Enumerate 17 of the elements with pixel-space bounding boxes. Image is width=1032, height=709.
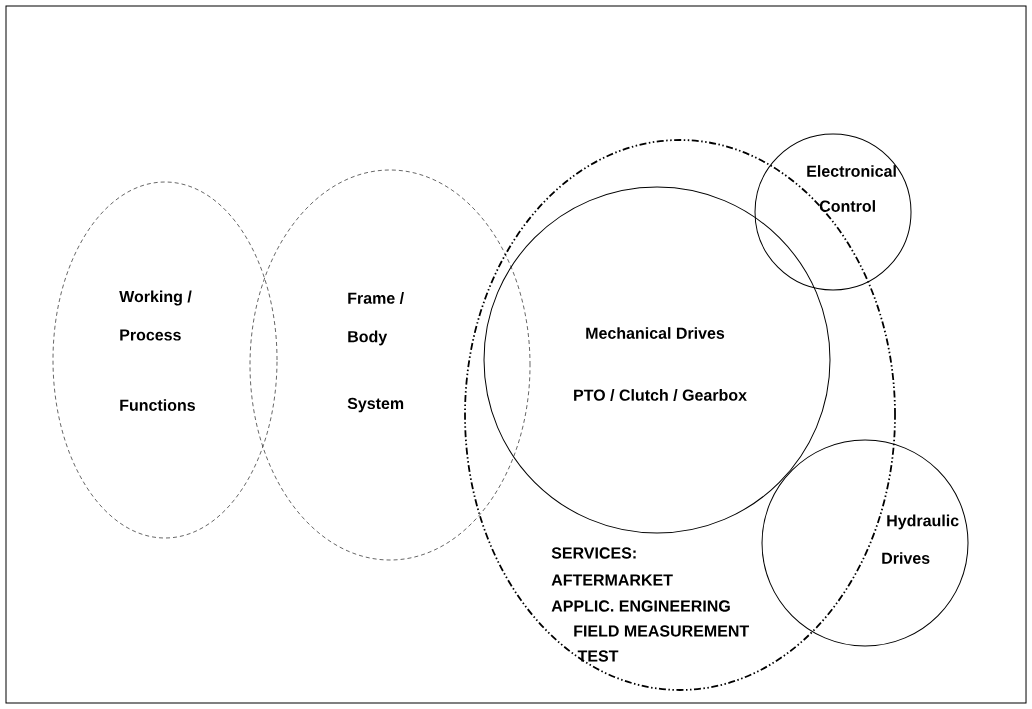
node-label: AFTERMARKET: [551, 574, 673, 586]
node-label: Body: [348, 330, 388, 346]
node-label: System: [347, 397, 404, 413]
node-label: SERVICES:: [551, 547, 636, 559]
node-label: Working /: [119, 290, 192, 306]
node-label: Drives: [882, 552, 930, 564]
node-label: PTO / Clutch / Gearbox: [574, 389, 747, 401]
node-label: Mechanical Drives: [586, 327, 725, 339]
node-label: Functions: [120, 399, 195, 411]
node-label: Hydraulic: [887, 514, 959, 530]
node-label: Control: [819, 200, 875, 212]
node-label: Frame /: [348, 292, 404, 304]
node-label: APPLIC. ENGINEERING: [551, 600, 730, 612]
node-label: FIELD MEASUREMENT: [574, 625, 749, 637]
node-label: Electronical: [807, 165, 896, 177]
node-label: Process: [120, 329, 181, 341]
node-label: TEST: [577, 650, 619, 662]
